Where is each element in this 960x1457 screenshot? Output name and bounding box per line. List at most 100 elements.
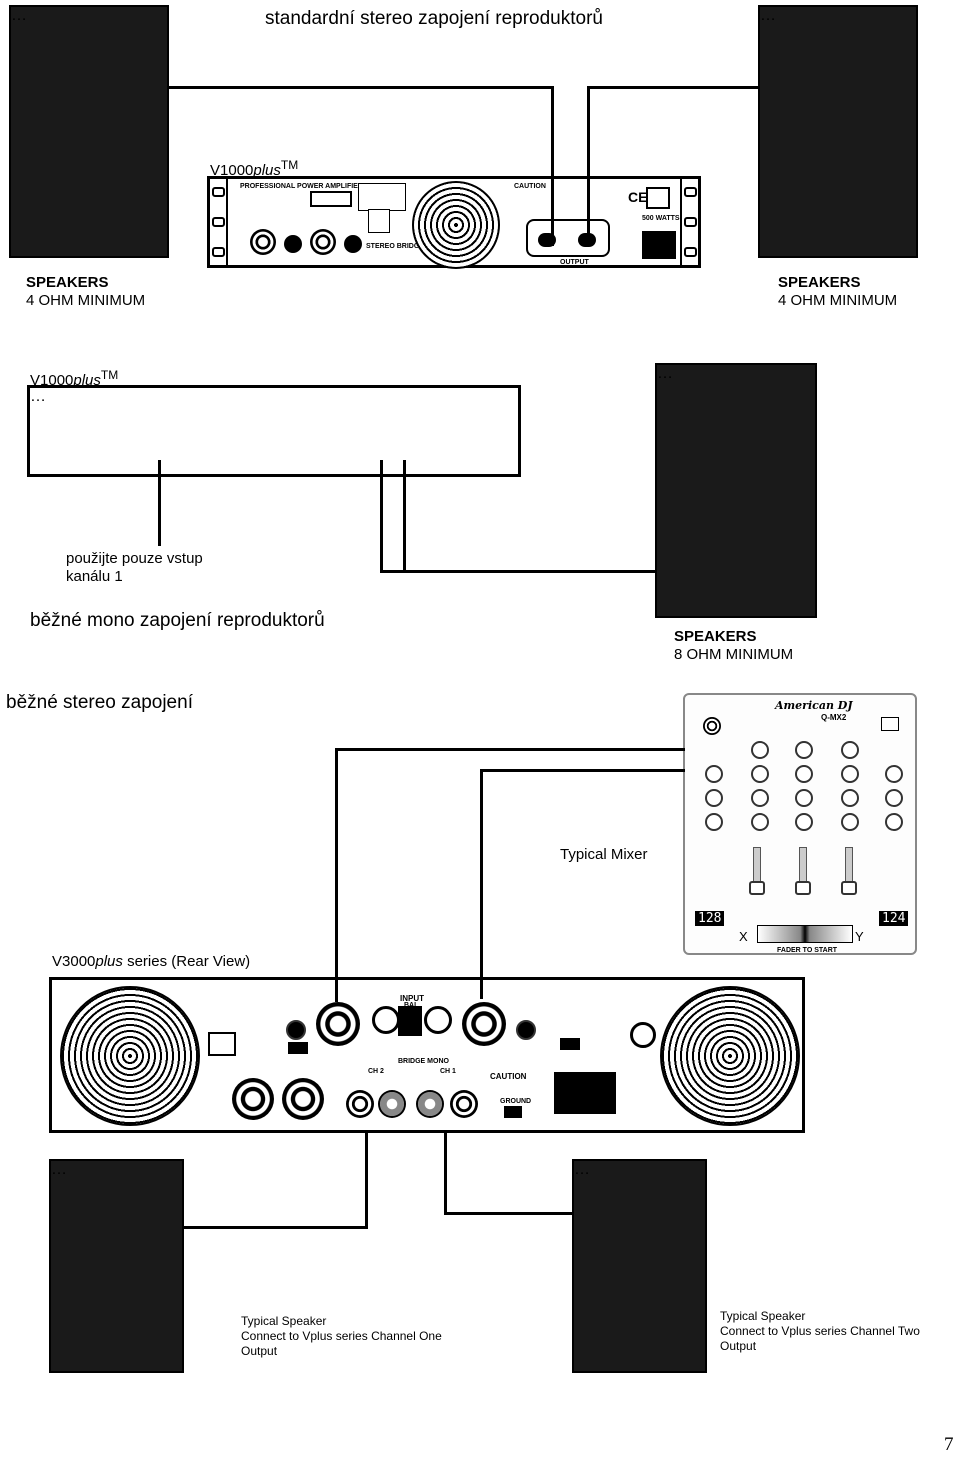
treble-knob[interactable]: [885, 765, 903, 783]
signal-cable: [480, 769, 483, 999]
bpm-display-left: 128: [695, 911, 725, 926]
output-label: OUTPUT: [560, 259, 589, 266]
ground-switch[interactable]: [504, 1106, 522, 1118]
frequency-knob-right[interactable]: [516, 1020, 536, 1040]
iec-power-inlet[interactable]: [642, 231, 676, 259]
gain-knob[interactable]: [841, 741, 859, 759]
rear-knob[interactable]: [630, 1022, 656, 1048]
amp-fan-left: [60, 986, 200, 1126]
speaker-label-line1: SPEAKERS: [674, 628, 757, 645]
frequency-knob-left[interactable]: [286, 1020, 306, 1040]
iec-power-inlet[interactable]: [554, 1072, 616, 1114]
caution-label: CAUTION: [514, 183, 546, 190]
ground-label: GROUND: [500, 1098, 532, 1105]
treble-knob[interactable]: [705, 765, 723, 783]
jack-input-left[interactable]: [372, 1006, 400, 1034]
speaker-wire: [587, 86, 758, 89]
amp-v1000-middle: …: [27, 385, 521, 477]
fader-cap[interactable]: [795, 881, 811, 895]
binding-post-ch1-b[interactable]: [450, 1090, 478, 1118]
bottom-title: běžné stereo zapojení: [6, 692, 193, 713]
mid-knob[interactable]: [795, 789, 813, 807]
mic-input[interactable]: [703, 717, 721, 735]
ch2-label: CH 2: [368, 1068, 384, 1075]
bass-knob[interactable]: [795, 813, 813, 831]
amp-v3000: INPUT BAL BRIDGE MONO CH 2 CH 1 CAUTION …: [49, 977, 805, 1133]
bal-label: BAL: [404, 1002, 419, 1009]
mono-input-note: použijte pouze vstup kanálu 1: [66, 550, 203, 585]
binding-post-ch2-b[interactable]: [378, 1090, 406, 1118]
speaker-label-line1: SPEAKERS: [778, 274, 861, 291]
top-title: standardní stereo zapojení reproduktorů: [265, 8, 603, 29]
fader-cap[interactable]: [841, 881, 857, 895]
speaker-wire: [403, 460, 406, 572]
stereo-bridge-switch[interactable]: [368, 209, 390, 233]
binding-post-ch2-a[interactable]: [346, 1090, 374, 1118]
signal-cable: [335, 748, 685, 751]
speaker-bottom-right: …: [572, 1159, 707, 1373]
ch1-label: CH 1: [440, 1068, 456, 1075]
input-wire: [158, 460, 161, 546]
crossfader[interactable]: [757, 925, 853, 943]
bass-knob[interactable]: [885, 813, 903, 831]
gain-knob[interactable]: [751, 741, 769, 759]
treble-knob[interactable]: [841, 765, 859, 783]
jack-input-ch2[interactable]: [284, 235, 302, 253]
signal-cable: [335, 748, 338, 1002]
bass-knob[interactable]: [841, 813, 859, 831]
mid-knob[interactable]: [841, 789, 859, 807]
mixer-power-switch[interactable]: [881, 717, 899, 731]
speaker-top-left-label: SPEAKERS 4 OHM MINIMUM: [26, 274, 145, 310]
input-selector[interactable]: [208, 1032, 236, 1056]
bpm-display-right: 124: [879, 911, 909, 926]
speaker-note-channel-two: Typical Speaker Connect to Vplus series …: [720, 1309, 920, 1353]
speaker-label-line2: 4 OHM MINIMUM: [778, 292, 898, 309]
xlr-output-1[interactable]: [232, 1078, 274, 1120]
xlr-input-left[interactable]: [316, 1002, 360, 1046]
signal-cable: [480, 769, 685, 772]
input-mode-switch[interactable]: [398, 1006, 422, 1036]
xlr-output-2[interactable]: [282, 1078, 324, 1120]
speaker-top-right-label: SPEAKERS 4 OHM MINIMUM: [778, 274, 897, 310]
amp-bottom-label: V3000plus series (Rear View): [52, 953, 251, 970]
gain-knob[interactable]: [795, 741, 813, 759]
stereo-bridge-label: STEREO BRIDGE: [366, 243, 424, 250]
bass-knob[interactable]: [705, 813, 723, 831]
binding-post-ch1-a[interactable]: [416, 1090, 444, 1118]
switch-left[interactable]: [288, 1042, 308, 1054]
mid-knob[interactable]: [705, 789, 723, 807]
amp-top-label: V1000plusTM: [210, 158, 299, 179]
xlr-input-ch2[interactable]: [250, 229, 276, 255]
xlr-input-ch1[interactable]: [310, 229, 336, 255]
xlr-input-right[interactable]: [462, 1002, 506, 1046]
bass-knob[interactable]: [751, 813, 769, 831]
jack-input-right[interactable]: [424, 1006, 452, 1034]
middle-title: běžné mono zapojení reproduktorů: [30, 610, 325, 631]
caution-label: CAUTION: [490, 1072, 527, 1081]
mixer-label: Typical Mixer: [560, 846, 648, 863]
speaker-middle-label: SPEAKERS 8 OHM MINIMUM: [674, 628, 793, 664]
ce-mark: CE: [628, 189, 648, 205]
speaker-wire: [380, 570, 655, 573]
speaker-wire: [365, 1130, 368, 1228]
treble-knob[interactable]: [751, 765, 769, 783]
treble-knob[interactable]: [795, 765, 813, 783]
speaker-top-right: …: [758, 5, 918, 258]
jack-input-ch1[interactable]: [344, 235, 362, 253]
mid-knob[interactable]: [751, 789, 769, 807]
mixer: American DJ Q-MX2 128 124 X Y FADER TO S…: [683, 693, 917, 955]
power-switch[interactable]: [646, 187, 670, 209]
speaker-wire: [183, 1226, 368, 1229]
amp-label-box: [310, 191, 352, 207]
fader-cap[interactable]: [749, 881, 765, 895]
amp-middle-label: V1000plusTM: [30, 368, 119, 389]
switch-right[interactable]: [560, 1038, 580, 1050]
speaker-label-line2: 8 OHM MINIMUM: [674, 646, 794, 663]
amp-fan: [412, 181, 500, 269]
speaker-wire: [169, 86, 553, 89]
mid-knob[interactable]: [885, 789, 903, 807]
input-label: INPUT: [400, 994, 424, 1003]
watts-label: 500 WATTS: [642, 215, 680, 222]
rack-ear-right: [680, 179, 698, 265]
amp-brand-text: PROFESSIONAL POWER AMPLIFIER: [240, 183, 363, 190]
